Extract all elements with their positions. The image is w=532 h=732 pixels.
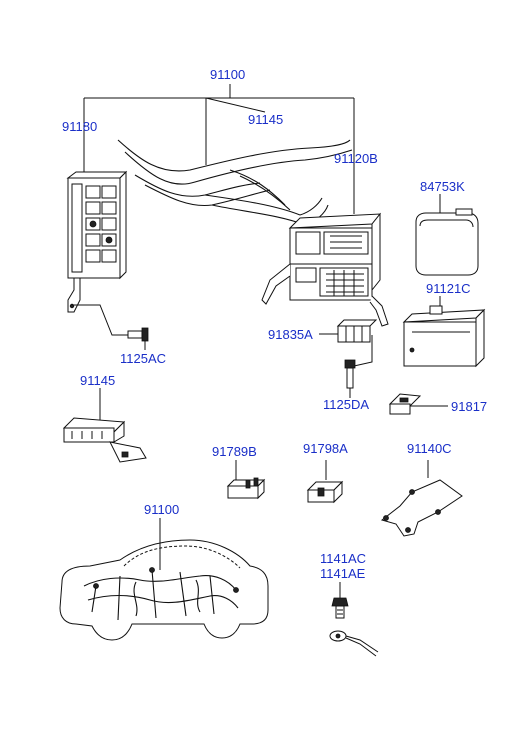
cover bbox=[415, 194, 479, 276]
junction-box bbox=[261, 150, 389, 327]
fuse-a bbox=[226, 460, 266, 500]
wiring-small bbox=[62, 388, 147, 463]
label-84753K: 84753K bbox=[420, 179, 465, 194]
main-harness-wires bbox=[117, 139, 353, 226]
label-1141AE: 1141AE bbox=[320, 566, 366, 581]
junction-block-left bbox=[66, 170, 128, 313]
cover-bottom bbox=[402, 296, 486, 368]
car-outline bbox=[59, 518, 269, 641]
relay bbox=[319, 319, 378, 343]
label-91180: 91180 bbox=[62, 119, 98, 134]
label-91145-small: 91145 bbox=[80, 373, 116, 388]
fuse-b bbox=[306, 460, 344, 504]
label-91789B: 91789B bbox=[212, 444, 257, 459]
leader-lines-91100 bbox=[83, 84, 355, 180]
label-91121C: 91121C bbox=[426, 281, 471, 296]
label-1141AC: 1141AC bbox=[320, 551, 367, 566]
bracket bbox=[380, 460, 463, 537]
connector-right bbox=[388, 393, 448, 415]
label-1125AC: 1125AC bbox=[120, 351, 167, 366]
bolt-left bbox=[127, 327, 149, 342]
label-91100-car: 91100 bbox=[144, 502, 180, 517]
label-91120B: 91120B bbox=[334, 151, 378, 166]
ground-bolt bbox=[329, 582, 379, 657]
label-91100-top: 91100 bbox=[210, 67, 246, 82]
bolt-mid bbox=[344, 335, 373, 398]
label-91140C: 91140C bbox=[407, 441, 452, 456]
label-91835A: 91835A bbox=[268, 327, 313, 342]
label-1125DA: 1125DA bbox=[323, 397, 370, 412]
leader-1125AC bbox=[72, 304, 146, 350]
label-91798A: 91798A bbox=[303, 441, 348, 456]
label-91817: 91817 bbox=[451, 399, 488, 414]
label-91145-top: 91145 bbox=[248, 112, 284, 127]
